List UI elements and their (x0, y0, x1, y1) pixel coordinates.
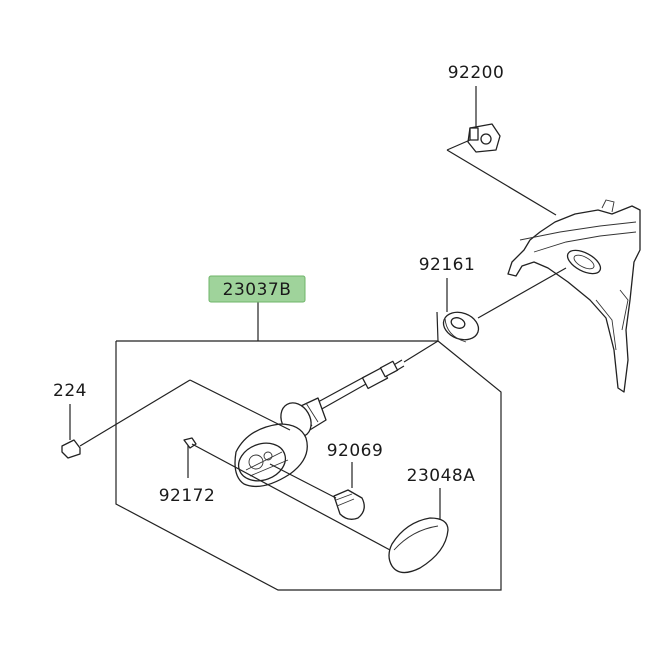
label-224[interactable]: 224 (53, 381, 87, 401)
frame-tail-section (507, 199, 641, 393)
screw-224 (61, 379, 291, 459)
lens-23048a (388, 488, 449, 574)
bulb-92069 (269, 462, 365, 520)
grommet-92161 (442, 267, 567, 343)
label-92161[interactable]: 92161 (419, 255, 476, 275)
bolt-92200 (446, 86, 557, 216)
assembly-label-highlight (208, 275, 306, 303)
label-92200[interactable]: 92200 (448, 63, 505, 83)
label-23037b[interactable]: 23037B (223, 280, 292, 300)
assembly-bracket (115, 302, 502, 591)
label-23048a[interactable]: 23048A (407, 466, 476, 486)
label-92069[interactable]: 92069 (327, 441, 384, 461)
turn-signal-housing (234, 340, 439, 488)
screw-92172 (183, 437, 391, 551)
label-92172[interactable]: 92172 (159, 486, 216, 506)
